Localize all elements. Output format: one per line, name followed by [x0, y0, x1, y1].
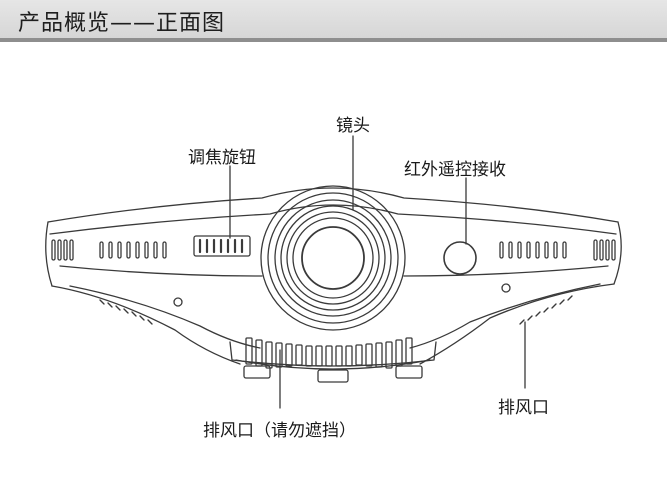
base-outline: [229, 341, 437, 367]
ir-receiver-window: [443, 241, 477, 275]
body-lower-inner-right: [409, 283, 601, 349]
page-header: 产品概览——正面图: [0, 0, 667, 38]
body-upper-band: [49, 204, 617, 235]
right-foot: [395, 365, 423, 379]
body-lower-inner-left: [69, 285, 261, 349]
body-waist-left: [59, 265, 263, 277]
base-line: [235, 359, 431, 370]
body-right-end: [613, 221, 622, 285]
focus-knob-ridges: [198, 238, 244, 254]
label-bottom-vent: 排风口（请勿遮挡）: [203, 421, 356, 441]
lower-right-vent-dashes: [519, 295, 573, 325]
label-lens: 镜头: [336, 116, 370, 136]
body-waist-right: [403, 265, 609, 277]
body-top-edge: [47, 187, 619, 223]
body-left-end: [45, 221, 53, 287]
lens-glass: [301, 226, 365, 290]
screw-hole-left: [173, 297, 183, 307]
body-lower-left: [51, 285, 241, 365]
bottom-vent-fins: [245, 337, 413, 369]
lens-rings: [260, 185, 406, 331]
lower-left-vent-dashes: [99, 299, 153, 325]
header-divider: [0, 38, 667, 42]
right-vent-slots: [499, 239, 616, 261]
label-side-vent: 排风口: [498, 398, 549, 418]
label-focus-knob: 调焦旋钮: [188, 148, 256, 168]
left-vent-slots: [51, 239, 167, 261]
page-title: 产品概览——正面图: [18, 11, 226, 36]
center-foot: [317, 369, 349, 383]
body-lower-right: [419, 283, 615, 365]
screw-hole-right: [501, 283, 511, 293]
focus-knob: [193, 235, 251, 257]
label-ir-receiver: 红外遥控接收: [404, 160, 506, 180]
